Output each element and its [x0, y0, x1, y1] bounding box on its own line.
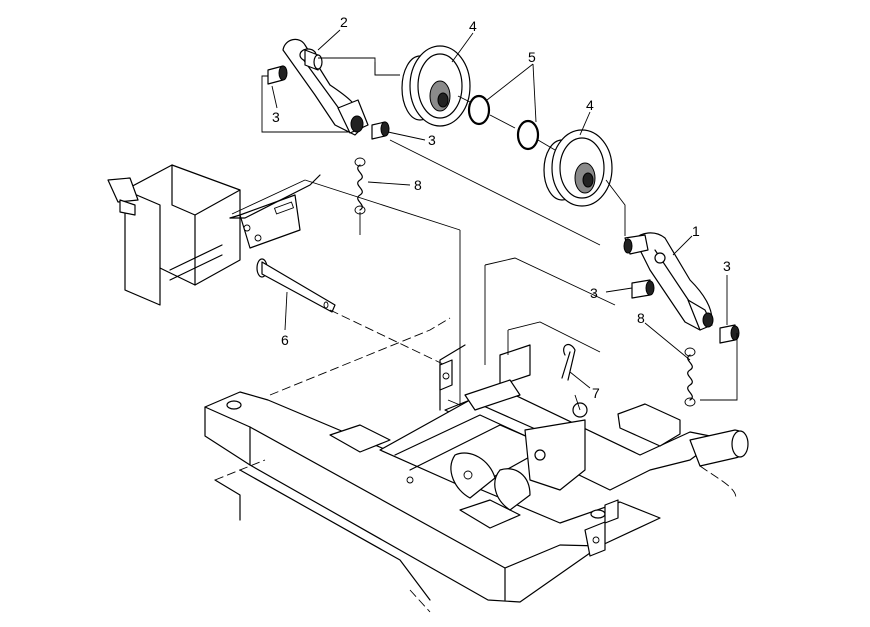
- callout-1: 1: [692, 223, 700, 239]
- spring-upper: [354, 157, 366, 215]
- callout-7: 7: [592, 385, 600, 401]
- callout-4-upper: 4: [469, 18, 477, 34]
- callout-3-lower-right: 3: [723, 258, 731, 274]
- callout-8-lower: 8: [637, 310, 645, 326]
- callout-3-lower-left: 3: [590, 285, 598, 301]
- shaft-pin: [256, 258, 336, 313]
- snap-rings: [467, 94, 540, 151]
- tension-arm-upper: [267, 38, 390, 140]
- callout-leaders: [271, 29, 728, 389]
- tension-arm-lower: [623, 232, 740, 344]
- cotter-pin: [561, 343, 576, 381]
- callout-4-lower: 4: [586, 97, 594, 113]
- callout-labels: 2 4 5 4 3 3 8 1 3 3 8 6 7: [272, 14, 731, 401]
- callout-6: 6: [281, 332, 289, 348]
- callout-3-upper-left: 3: [272, 109, 280, 125]
- pulley-lower: [543, 129, 613, 207]
- side-bracket: [107, 164, 321, 306]
- assembly-lines: [231, 57, 738, 411]
- pulley-upper: [401, 45, 471, 127]
- callout-3-upper-right: 3: [428, 132, 436, 148]
- spring-lower: [684, 347, 696, 407]
- callout-2: 2: [340, 14, 348, 30]
- seat-base-frame: [204, 317, 749, 613]
- callout-5: 5: [528, 49, 536, 65]
- callout-8-upper: 8: [414, 177, 422, 193]
